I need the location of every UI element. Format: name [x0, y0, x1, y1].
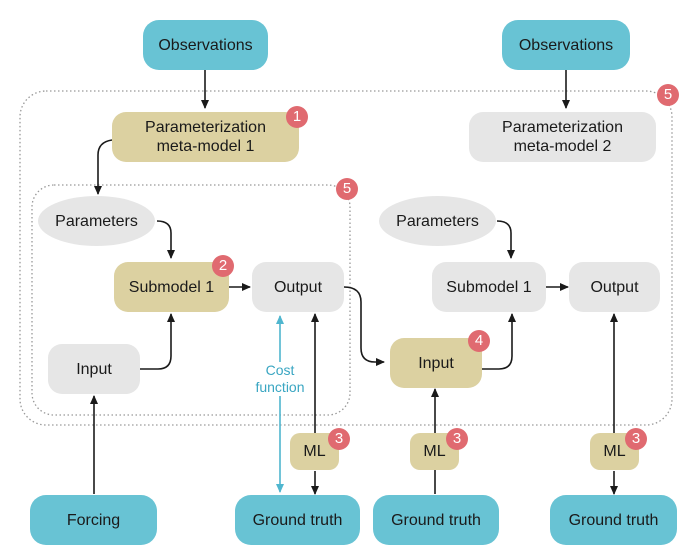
badge-1: 1: [286, 106, 308, 128]
cost-function-label: Cost function: [250, 362, 310, 396]
edge-out1-input2: [343, 286, 385, 366]
submodel-1b-node: Submodel 1: [432, 262, 546, 312]
observations-label-1: Observations: [158, 36, 253, 54]
param-meta-model-1-label: Parameterization meta-model 1: [145, 119, 266, 155]
edge-params2-sub1b: [496, 220, 515, 259]
ml-node-1: ML: [290, 433, 339, 470]
outer-group-frame: [19, 90, 673, 426]
ml-label-3: ML: [603, 443, 626, 460]
output-label-2: Output: [590, 278, 639, 296]
ground-truth-node-3: Ground truth: [550, 495, 677, 545]
parameters-node-1: Parameters: [38, 196, 155, 246]
parameters-label-1: Parameters: [55, 212, 138, 230]
output-label-1: Output: [273, 278, 323, 296]
submodel-1a-label: Submodel 1: [128, 278, 215, 296]
submodel-1b-label: Submodel 1: [446, 278, 532, 296]
parameters-label-2: Parameters: [396, 212, 479, 230]
ground-truth-node-2: Ground truth: [373, 495, 499, 545]
input-label-1: Input: [76, 360, 112, 378]
badge-5-outer: 5: [657, 84, 679, 106]
output-node-1: Output: [252, 262, 344, 312]
input-node-1: Input: [48, 344, 140, 394]
ground-truth-label-3: Ground truth: [568, 511, 659, 529]
observations-node-2: Observations: [502, 20, 630, 70]
badge-3c: 3: [625, 428, 647, 450]
badge-5-inner: 5: [336, 178, 358, 200]
badge-3a: 3: [328, 428, 350, 450]
parameters-node-2: Parameters: [379, 196, 496, 246]
input-node-2: Input: [390, 338, 482, 388]
ground-truth-label-2: Ground truth: [391, 511, 481, 529]
observations-node-1: Observations: [143, 20, 268, 70]
badge-2: 2: [212, 255, 234, 277]
ground-truth-node-1: Ground truth: [235, 495, 360, 545]
forcing-label: Forcing: [66, 511, 121, 529]
input-label-2: Input: [418, 354, 454, 372]
badge-4: 4: [468, 330, 490, 352]
param-meta-model-2: Parameterization meta-model 2: [469, 112, 656, 162]
output-node-2: Output: [569, 262, 660, 312]
edge-input1-sub1a: [140, 313, 175, 370]
edge-input2-sub1b: [482, 313, 516, 370]
submodel-1a-node: Submodel 1: [114, 262, 229, 312]
edge-meta1-params1: [94, 139, 113, 195]
inner-group-frame: [31, 184, 351, 416]
badge-3b: 3: [446, 428, 468, 450]
forcing-node: Forcing: [30, 495, 157, 545]
param-meta-model-2-label: Parameterization meta-model 2: [502, 119, 623, 155]
ground-truth-label-1: Ground truth: [252, 511, 343, 529]
ml-label-2: ML: [423, 443, 446, 460]
ml-label-1: ML: [303, 443, 326, 460]
observations-label-2: Observations: [518, 36, 614, 54]
edge-params1-sub1a: [156, 220, 175, 259]
param-meta-model-1: Parameterization meta-model 1: [112, 112, 299, 162]
